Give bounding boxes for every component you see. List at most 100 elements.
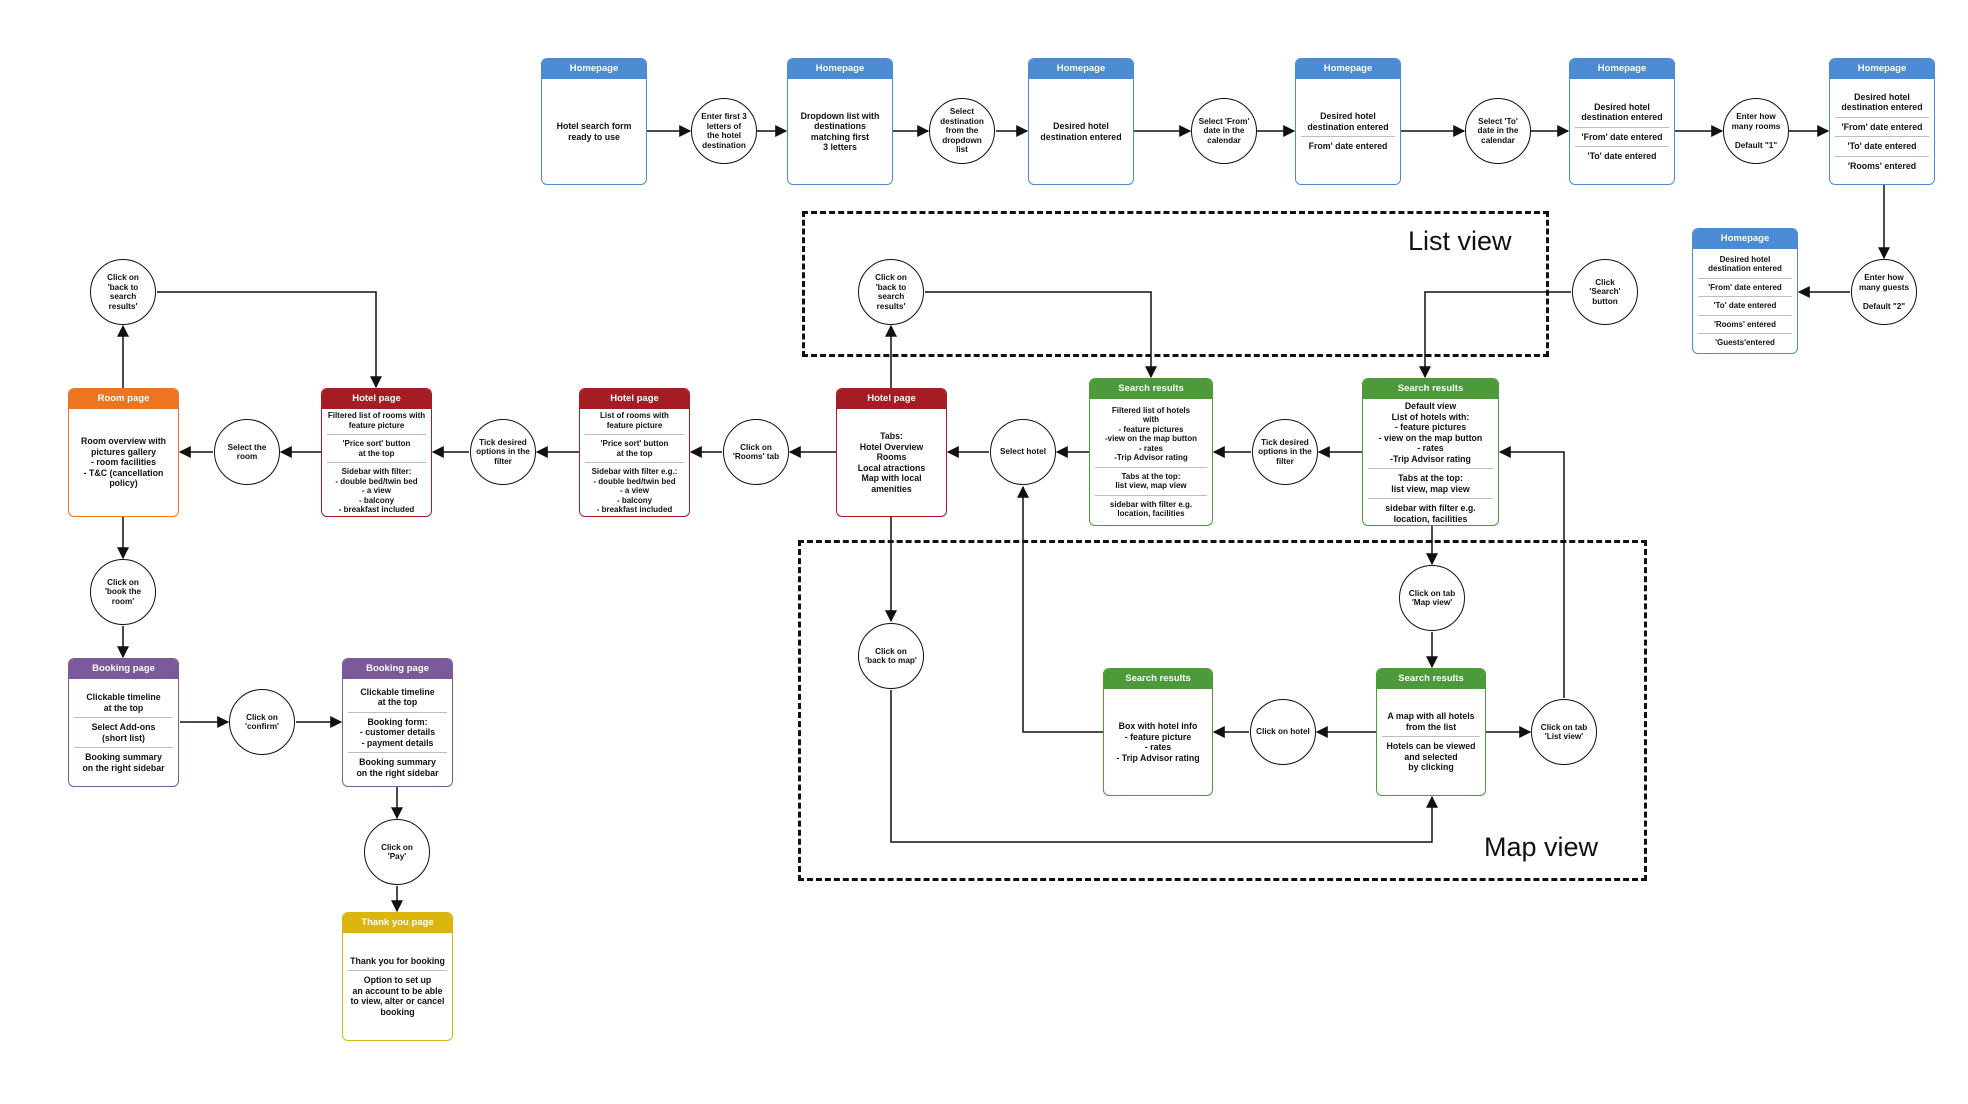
action-step-label: Tick desired options in the filter xyxy=(476,437,530,466)
page-node-line: Desired hotel destination entered xyxy=(1040,121,1122,142)
action-step-label: Enter how many rooms Default "1" xyxy=(1731,112,1781,150)
action-step-a20: Click on 'confirm' xyxy=(229,689,295,755)
action-step-a9: Select hotel xyxy=(990,419,1056,485)
page-node-title: Homepage xyxy=(1570,59,1674,79)
page-node-line: 'From' date entered xyxy=(1835,116,1929,133)
page-node-line: Sidebar with filter: - double bed/twin b… xyxy=(327,462,426,515)
page-node-title: Homepage xyxy=(1830,59,1934,79)
map-view-region xyxy=(798,540,1647,881)
page-node-line: A map with all hotels from the list xyxy=(1387,711,1475,732)
page-node-body: Hotel search form ready to use xyxy=(542,79,646,184)
action-step-label: Enter how many guests Default "2" xyxy=(1858,273,1910,311)
flow-arrow-19 xyxy=(925,291,1157,379)
page-node-title: Hotel page xyxy=(322,389,431,409)
list-view-region xyxy=(802,211,1549,357)
page-node-line: Hotel search form ready to use xyxy=(556,121,632,142)
page-node-line: 'To' date entered xyxy=(1835,136,1929,152)
page-node-line: 'Price sort' button at the top xyxy=(327,434,426,458)
page-node-line: Tabs: Hotel Overview Rooms Local atracti… xyxy=(857,431,926,494)
page-node-title: Booking page xyxy=(69,659,178,679)
page-node-body: Desired hotel destination entered xyxy=(1029,79,1133,184)
page-node-line: Filtered list of rooms with feature pict… xyxy=(327,411,426,430)
action-step-label: Select the room xyxy=(227,442,267,462)
action-step-label: Click on 'back to map' xyxy=(865,646,917,666)
page-node-line: 'Guests'entered xyxy=(1698,333,1792,348)
page-node-body: Desired hotel destination entered 'From' … xyxy=(1830,79,1934,184)
page-node-body: Default view List of hotels with: - feat… xyxy=(1363,399,1498,525)
page-node-line: Dropdown list with destinations matching… xyxy=(800,110,880,153)
page-node-body: Room overview with pictures gallery - ro… xyxy=(69,409,178,516)
page-node-title: Hotel page xyxy=(837,389,946,409)
page-node-title: Search results xyxy=(1377,669,1485,689)
page-node-line: Booking form: - customer details - payme… xyxy=(348,711,447,749)
page-node-line: Desired hotel destination entered xyxy=(1841,91,1923,113)
action-step-label: Tick desired options in the filter xyxy=(1258,437,1312,466)
page-node-title: Homepage xyxy=(1296,59,1400,79)
action-step-a14: Click on 'back to map' xyxy=(858,623,924,689)
page-node-body: Desired hotel destination entered 'From' … xyxy=(1693,249,1797,353)
action-step-label: Click on 'back to search results' xyxy=(875,273,907,311)
action-step-label: Click 'Search' button xyxy=(1589,277,1621,306)
page-node-title: Search results xyxy=(1090,379,1212,399)
action-step-label: Click on 'book the room' xyxy=(104,577,142,606)
page-node-line: Desired hotel destination entered xyxy=(1708,254,1782,274)
action-step-label: Click on 'confirm' xyxy=(245,712,279,732)
page-node-line: Sidebar with filter e.g.: - double bed/t… xyxy=(585,462,684,515)
action-step-a4: Select 'To' date in the calendar xyxy=(1465,98,1531,164)
action-step-a3: Select 'From' date in the calendar xyxy=(1191,98,1257,164)
action-step-a1: Enter first 3 letters of the hotel desti… xyxy=(691,98,757,164)
page-node-title: Search results xyxy=(1363,379,1498,399)
page-node-line: sidebar with filter e.g. location, facil… xyxy=(1368,498,1493,524)
page-node-line: From' date entered xyxy=(1301,136,1395,152)
action-step-label: Select destination from the dropdown lis… xyxy=(940,107,984,155)
page-node-line: sidebar with filter e.g. location, facil… xyxy=(1095,494,1207,519)
page-node-line: Clickable timeline at the top xyxy=(86,692,161,713)
map-view-label: Map view xyxy=(1484,832,1599,862)
page-node-line: Booking summary on the right sidebar xyxy=(74,747,173,773)
action-step-a11: Click on tab 'Map view' xyxy=(1399,565,1465,631)
page-node-line: Clickable timeline at the top xyxy=(360,686,435,708)
page-node-title: Search results xyxy=(1104,669,1212,689)
page-node-line: Select Add-ons (short list) xyxy=(74,717,173,743)
action-step-a13: Click on hotel xyxy=(1250,699,1316,765)
page-node-line: Tabs at the top: list view, map view xyxy=(1095,466,1207,491)
page-node-line: 'Rooms' entered xyxy=(1698,314,1792,330)
action-step-label: Click on 'back to search results' xyxy=(107,273,139,311)
page-node-line: Desired hotel destination entered xyxy=(1307,111,1389,132)
action-step-label: Select 'To' date in the calendar xyxy=(1477,116,1519,145)
action-step-label: Click on 'Pay' xyxy=(381,842,413,862)
page-node-line: Tabs at the top: list view, map view xyxy=(1368,468,1493,494)
page-node-body: Filtered list of hotels with - feature p… xyxy=(1090,399,1212,525)
page-node-title: Room page xyxy=(69,389,178,409)
page-node-line: 'To' date entered xyxy=(1575,146,1669,162)
action-step-a18: Click on 'back to search results' xyxy=(90,259,156,325)
action-step-a17: Select the room xyxy=(214,419,280,485)
page-node-line: Booking summary on the right sidebar xyxy=(348,752,447,778)
action-step-a16: Tick desired options in the filter xyxy=(470,419,536,485)
flow-arrow-28 xyxy=(890,690,1438,843)
action-step-label: Enter first 3 letters of the hotel desti… xyxy=(701,112,747,150)
flow-arrow-23 xyxy=(1498,446,1565,698)
page-node-line: 'From' date entered xyxy=(1698,277,1792,293)
list-view-label: List view xyxy=(1408,226,1512,256)
action-step-a19: Click on 'book the room' xyxy=(90,559,156,625)
page-node-body: Dropdown list with destinations matching… xyxy=(788,79,892,184)
page-node-line: List of rooms with feature picture xyxy=(600,411,669,430)
